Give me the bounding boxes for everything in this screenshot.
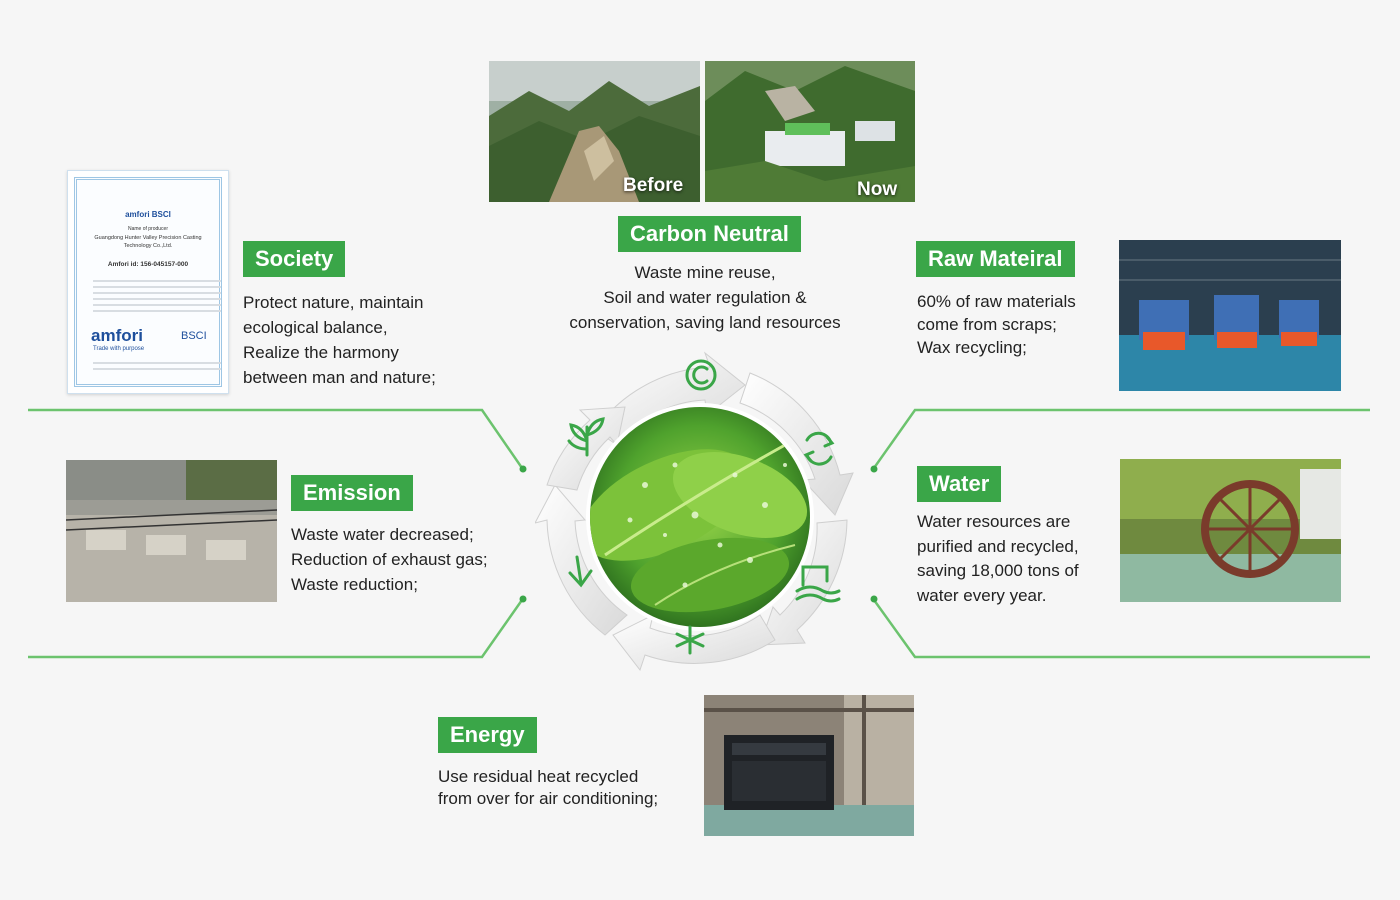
factory-floor-photo [1119,240,1341,391]
water-description: Water resources are purified and recycle… [917,512,1079,605]
raw-material-label: Raw Mateiral [916,241,1075,277]
cert-tagline: Trade with purpose [93,346,145,352]
cert-name-label: Name of producer [127,226,169,232]
recycle-arrows-icon [803,431,835,466]
snowflake-icon [675,625,705,655]
cert-brand-suffix: BSCI [181,330,207,342]
now-caption: Now [857,179,898,200]
carbon-neutral-description: Waste mine reuse, Soil and water regulat… [569,263,841,332]
bsci-certificate-image: amfori BSCI Name of producer Guangdong H… [67,170,229,394]
cert-id-line: Amfori id: 156-045157-000 [107,261,189,268]
cert-header-logo: amfori BSCI [125,210,171,219]
cert-company-line2: Technology Co.,Ltd. [123,243,173,249]
before-mine-photo: Before [489,61,700,202]
now-mine-photo: Now [705,61,915,202]
energy-description: Use residual heat recycled from over for… [438,767,659,808]
emission-description: Waste water decreased; Reduction of exha… [291,525,488,594]
cert-brand: amfori [91,326,143,345]
cycle-ring [535,351,854,672]
down-arrow-icon [568,555,593,588]
heat-recovery-unit-photo [704,695,914,836]
copyright-c-icon [685,359,717,391]
wastewater-facility-photo [66,460,277,602]
society-label: Society [243,241,346,277]
energy-label: Energy [438,717,537,753]
cert-company-line1: Guangdong Hunter Valley Precision Castin… [94,235,202,241]
water-tap-icon [795,565,841,603]
water-wheel-photo [1120,459,1341,602]
water-label: Water [917,466,1002,502]
carbon-neutral-label: Carbon Neutral [618,216,801,252]
raw-material-description: 60% of raw materials come from scraps; W… [917,292,1076,357]
plant-sprout-icon [567,417,605,457]
emission-label: Emission [291,475,413,511]
society-description: Protect nature, maintain ecological bala… [243,293,436,387]
before-caption: Before [623,175,684,196]
